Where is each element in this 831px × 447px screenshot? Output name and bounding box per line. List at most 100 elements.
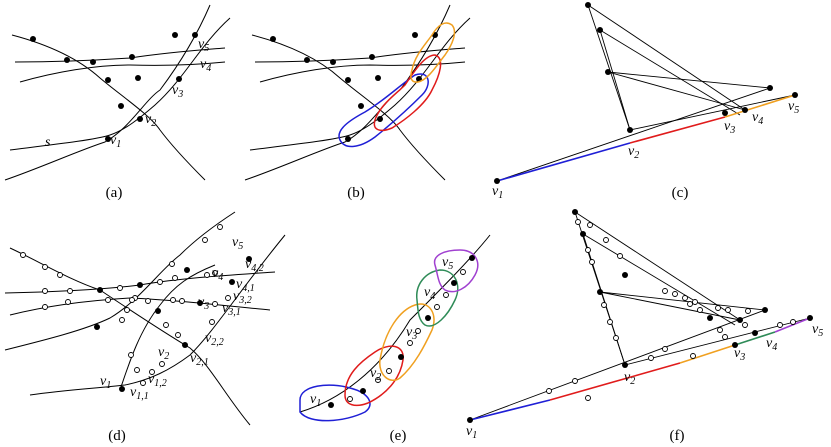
vertex-f [707,315,713,321]
subdivision-vertex-d [172,275,178,281]
vertex-b [330,59,336,65]
blue-edge-c [496,142,631,182]
subdivision-vertex-f [572,378,578,384]
label-f-v4: v4 [766,336,777,353]
subdivision-vertex-d [202,237,208,243]
vertex-b [358,103,364,109]
vertex-f [732,342,738,348]
panel-b: (b) [244,4,471,201]
subdivision-vertex-e [386,368,392,374]
vertex-f [597,289,603,295]
label-c-v5: v5 [788,99,799,116]
subdivision-vertex-f [607,319,613,325]
vertex-d [229,279,235,285]
label-d-v2: v2 [158,345,169,362]
subdivision-vertex-d [65,299,71,305]
subdivision-vertex-f [613,335,619,341]
vertex-e [328,402,334,408]
vertex-b [345,77,351,83]
panel-f: v1 v2 v3 v4 v5 (f) [466,209,823,444]
vertex-e [425,315,431,321]
edge-c [629,94,796,131]
subdivision-vertex-f [603,237,609,243]
caption-f: (f) [670,428,685,444]
label-d-v12: v1,2 [148,372,167,389]
subdivision-vertex-f [692,299,698,305]
subdivision-vertex-d [140,380,146,386]
orange-edge-c [724,94,796,118]
label-d-v42: v4,2 [245,257,264,274]
label-d-v11: v1,1 [130,385,149,402]
caption-e: (e) [390,428,407,444]
subdivision-vertex-d [145,298,151,304]
label-c-v4: v4 [752,110,763,127]
subdivision-vertex-d [175,332,181,338]
red-region-e [344,345,404,407]
label-f-v2: v2 [624,370,635,387]
vertex-a [90,59,96,65]
vertex-c [792,92,798,98]
label-d-v1: v1 [100,374,111,391]
caption-d: (d) [108,428,126,444]
vertex-c [597,27,603,33]
subdivision-vertex-f [589,259,595,265]
subdivision-vertex-d [67,288,73,294]
vertex-b [270,36,276,42]
caption-b: (b) [347,185,365,201]
label-f-v1: v1 [466,424,477,441]
green-edge-f [734,331,776,346]
label-c-v1: v1 [492,184,503,201]
subdivision-vertex-d [134,367,140,373]
subdivision-vertex-f [725,307,731,313]
purple-region-e [433,249,479,293]
vertex-a [192,32,198,38]
edge-c [599,29,741,116]
red-edge-f [549,362,681,401]
subdivision-vertex-d [124,307,130,313]
subdivision-vertex-d [42,288,48,294]
line-e [299,234,491,413]
vertex-c [722,110,728,116]
panel-d: v5 v4 v4,2 v4,1 v3 v3,2 v3,1 v2,2 v2 v2,… [4,211,286,444]
vertex-f [737,317,743,323]
vertex-c [494,178,500,184]
vertex-c [767,85,773,91]
label-d-v31: v3,1 [222,301,241,318]
label-f-v5: v5 [812,322,823,339]
subdivision-vertex-f [648,355,654,361]
subdivision-vertex-f [587,222,593,228]
vertex-b [375,75,381,81]
vertex-b [304,57,310,63]
label-a-v2: v2 [145,112,156,129]
vertex-b [369,54,375,60]
blue-edge-f [469,399,551,421]
vertex-b [345,136,351,142]
edge-c [599,29,631,131]
label-e-v3: v3 [406,325,417,342]
subdivision-vertex-e [460,269,466,275]
vertex-a [118,103,124,109]
label-e-v2: v2 [370,366,381,383]
purple-edge-f [774,317,811,333]
panel-a: v5 v4 v3 v2 v1 s (a) [4,4,231,201]
subdivision-vertex-f [697,307,703,313]
vertex-d [97,287,103,293]
vertex-a [105,77,111,83]
label-a-v3: v3 [172,83,183,100]
subdivision-vertex-d [149,369,155,375]
vertex-f [572,209,578,215]
caption-a: (a) [106,185,123,201]
vertex-a [64,57,70,63]
subdivision-vertex-d [157,279,163,285]
curve-b-3 [251,34,446,181]
caption-c: (c) [672,185,689,201]
vertex-a [105,136,111,142]
vertex-d [246,256,252,262]
subdivision-vertex-f [690,353,696,359]
subdivision-vertex-d [42,264,48,270]
curve-b-2 [244,4,451,181]
subdivision-vertex-f [662,346,668,352]
subdivision-vertex-d [20,252,26,258]
blue-region-b [338,73,429,148]
edge-c [607,71,771,89]
